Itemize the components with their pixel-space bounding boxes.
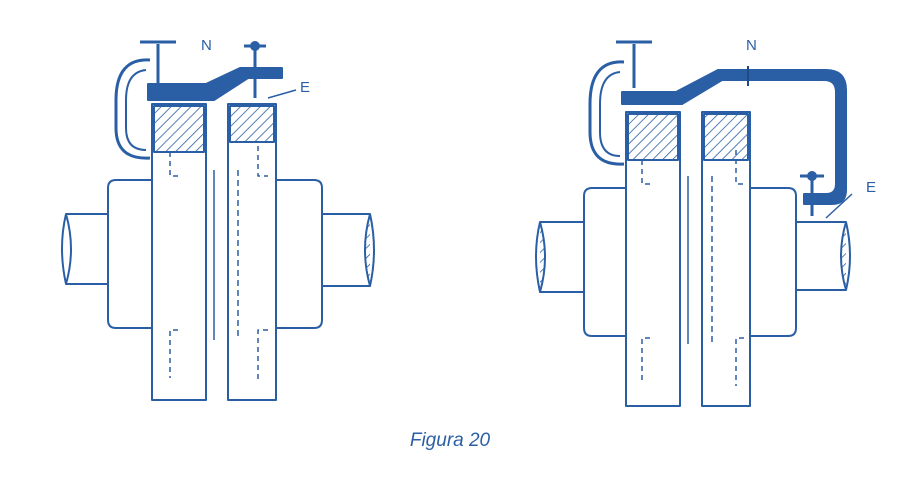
right-indicator-arm xyxy=(621,69,847,205)
left-E-pointer xyxy=(267,89,297,99)
left-dash-4 xyxy=(257,329,268,382)
right-hub-left xyxy=(583,187,626,337)
right-dash-1 xyxy=(641,160,650,185)
left-hatch-left xyxy=(153,105,205,153)
left-clamp-frame-inner xyxy=(125,69,147,151)
right-shaft-right-cut xyxy=(840,221,847,291)
label-left-N: N xyxy=(201,37,212,54)
left-hub-right xyxy=(276,179,323,329)
right-dash-4 xyxy=(735,337,744,386)
left-flange-left xyxy=(151,103,207,401)
left-indicator-arm xyxy=(147,67,283,101)
right-shaft-left-cut xyxy=(539,221,546,293)
label-left-E: E xyxy=(300,79,311,96)
left-dash-2 xyxy=(257,146,268,177)
left-hatch-right xyxy=(229,105,275,143)
label-right-E: E xyxy=(866,179,877,196)
left-clamp-frame xyxy=(114,58,151,160)
label-right-N: N xyxy=(746,37,757,54)
right-arm-screw-knob xyxy=(807,171,817,181)
left-dash-1 xyxy=(169,152,178,177)
left-flange-right xyxy=(227,103,277,401)
left-arm-screw-knob xyxy=(250,41,260,51)
left-dash-3 xyxy=(169,329,178,378)
right-hatch-left xyxy=(627,113,679,161)
right-clamp-frame xyxy=(588,60,625,166)
left-hub-left xyxy=(107,179,152,329)
right-figure xyxy=(535,40,853,407)
right-hub-right xyxy=(750,187,797,337)
right-dash-2 xyxy=(735,150,744,185)
right-dash-3 xyxy=(641,337,650,384)
right-E-pointer xyxy=(825,193,853,219)
right-hatch-right xyxy=(703,113,749,161)
left-shaft-right-cut xyxy=(364,213,371,287)
right-clamp-frame-inner xyxy=(599,71,621,157)
left-shaft-left-cut xyxy=(65,213,72,285)
left-figure xyxy=(61,40,375,401)
figure-caption: Figura 20 xyxy=(409,430,491,451)
